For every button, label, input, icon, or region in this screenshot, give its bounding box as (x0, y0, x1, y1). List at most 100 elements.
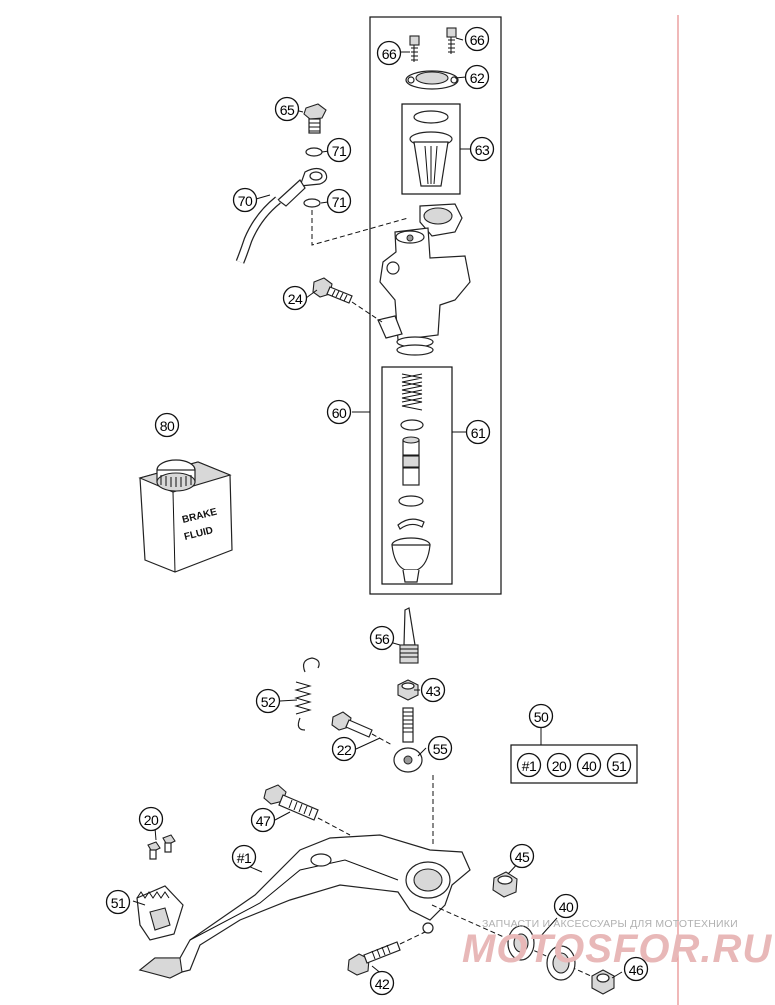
callout-56: 56 (369, 625, 395, 651)
pushrod-56 (399, 607, 419, 664)
callout-62: 62 (464, 64, 490, 90)
callout-40: 40 (553, 893, 579, 919)
callout-50: 50 (528, 703, 554, 729)
seal-ring-upper (400, 419, 424, 431)
callout-65: 65 (274, 96, 300, 122)
watermark-caption: ЗАПЧАСТИ И АКСЕССУАРЫ ДЛЯ МОТОТЕХНИКИ (482, 918, 738, 930)
callout-55: 55 (427, 735, 453, 761)
svg-text:45: 45 (515, 849, 530, 865)
master-cylinder-body (377, 203, 471, 356)
svg-text:70: 70 (238, 193, 253, 209)
svg-text:63: 63 (475, 142, 490, 158)
callout-43: 43 (420, 677, 446, 703)
reservoir-cover-62 (405, 70, 459, 90)
lead-40 (539, 917, 558, 938)
clevis-55 (393, 707, 423, 773)
svg-text:50: 50 (534, 709, 549, 725)
svg-text:40: 40 (582, 758, 597, 774)
callout-42: 42 (369, 970, 395, 996)
svg-text:52: 52 (261, 694, 276, 710)
bolt-24-line (351, 301, 383, 323)
svg-text:51: 51 (111, 895, 126, 911)
callout-51: 51 (105, 889, 131, 915)
svg-text:66: 66 (382, 46, 397, 62)
callout-61: 61 (465, 419, 491, 445)
kit-item-51: 51 (606, 752, 632, 778)
hose-connection-line (311, 210, 409, 246)
brake-pedal (138, 834, 471, 979)
screw-66-left (409, 35, 420, 62)
brake-hose-70 (235, 167, 328, 264)
kit-item-1: #1 (516, 752, 542, 778)
nut-45 (492, 871, 518, 898)
callout-71-bottom: 71 (326, 188, 352, 214)
nut-43 (397, 679, 419, 701)
bolt-42 (347, 941, 401, 976)
svg-text:55: 55 (433, 741, 448, 757)
svg-text:40: 40 (559, 899, 574, 915)
svg-text:71: 71 (332, 143, 347, 159)
callout-1: #1 (231, 844, 257, 870)
step-51 (136, 885, 184, 941)
seal-ring-lower (398, 495, 424, 507)
callout-52: 52 (255, 688, 281, 714)
watermark-brand: MOTOSFOR.RU (462, 927, 772, 971)
svg-text:65: 65 (280, 102, 295, 118)
piston (402, 436, 420, 486)
svg-text:80: 80 (160, 418, 175, 434)
kit-box-50 (510, 744, 638, 784)
svg-text:22: 22 (337, 742, 352, 758)
bolt-47-line (317, 817, 351, 836)
callout-20: 20 (138, 806, 164, 832)
bolt-42-line (399, 931, 426, 945)
banjo-bolt-65 (303, 103, 327, 134)
callout-71-top: 71 (326, 137, 352, 163)
callout-63: 63 (469, 136, 495, 162)
svg-text:#1: #1 (522, 758, 537, 774)
bolt-22 (331, 711, 373, 738)
svg-text:#1: #1 (237, 850, 252, 866)
svg-text:20: 20 (552, 758, 567, 774)
callout-66-right: 66 (464, 26, 490, 52)
svg-text:56: 56 (375, 631, 390, 647)
screws-20 (147, 834, 176, 860)
bearing-40-b (546, 945, 576, 981)
bolt-24 (312, 277, 353, 304)
svg-text:43: 43 (426, 683, 441, 699)
svg-text:20: 20 (144, 812, 159, 828)
callout-22: 22 (331, 736, 357, 762)
svg-text:24: 24 (288, 291, 303, 307)
washer-71-bottom (303, 198, 321, 208)
reservoir-diaphragm-63 (409, 110, 453, 187)
svg-text:46: 46 (629, 962, 644, 978)
svg-text:51: 51 (612, 758, 627, 774)
callout-80: 80 (154, 412, 180, 438)
svg-text:60: 60 (332, 405, 347, 421)
svg-text:47: 47 (256, 813, 271, 829)
bearing-40-a (507, 925, 535, 961)
bolt-47 (263, 784, 319, 821)
callout-24: 24 (282, 285, 308, 311)
spring (401, 373, 423, 411)
svg-text:71: 71 (332, 194, 347, 210)
svg-text:61: 61 (471, 425, 486, 441)
master-cylinder-box (369, 16, 502, 595)
brake-fluid-bottle: BRAKE FLUID (138, 459, 233, 573)
callout-46: 46 (623, 956, 649, 982)
kit-item-40: 40 (576, 752, 602, 778)
screw-66-right (446, 27, 457, 54)
svg-text:42: 42 (375, 976, 390, 992)
washer-71-top (305, 147, 323, 157)
callout-47: 47 (250, 807, 276, 833)
callout-70: 70 (232, 187, 258, 213)
bolt-22-line (371, 733, 393, 746)
circlip (397, 518, 425, 530)
callout-45: 45 (509, 843, 535, 869)
callout-66-left: 66 (376, 40, 402, 66)
callout-60: 60 (326, 399, 352, 425)
piston-kit-box (381, 366, 453, 585)
kit-item-20: 20 (546, 752, 572, 778)
dust-boot (391, 537, 431, 583)
spring-52 (294, 657, 320, 731)
